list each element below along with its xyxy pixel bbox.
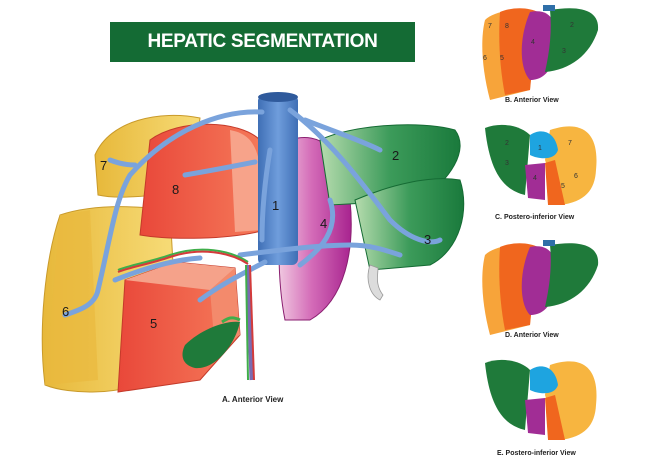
thumb-c-label-7: 7: [568, 140, 572, 147]
thumb-c-label-6: 6: [574, 173, 578, 180]
thumbnail-b-anterior: 7 8 6 5 4 2 3 B. Anterior View: [482, 5, 599, 104]
thumb-c-label-3: 3: [505, 160, 509, 167]
segment-label-4: 4: [320, 216, 327, 231]
hepatic-veins: [62, 107, 443, 318]
thumb-b-label-7: 7: [488, 23, 492, 30]
thumbnail-d-anterior: D. Anterior View: [482, 240, 599, 339]
thumbnail-e-postero-inferior: E. Postero-inferior View: [485, 359, 597, 457]
title-banner: HEPATIC SEGMENTATION: [110, 22, 415, 62]
caption-d: D. Anterior View: [505, 332, 559, 339]
thumb-b-label-6: 6: [483, 55, 487, 62]
falciform-ligament: [367, 264, 384, 301]
thumb-b-label-2: 2: [570, 22, 574, 29]
segment-label-3: 3: [424, 232, 431, 247]
thumb-b-label-8: 8: [505, 23, 509, 30]
segment-label-2: 2: [392, 148, 399, 163]
thumb-c-label-5: 5: [561, 183, 565, 190]
portal-triad: [117, 248, 255, 381]
thumb-c-label-1: 1: [538, 145, 542, 152]
caption-e: E. Postero-inferior View: [497, 450, 576, 457]
thumbnail-c-postero-inferior: 2 3 1 7 6 4 5 C. Postero-inferior View: [485, 124, 597, 221]
segment-label-7: 7: [100, 158, 107, 173]
main-anterior-view: 1 2 3 4 5 6 7 8 A. Anterior View: [41, 92, 465, 404]
caption-b: B. Anterior View: [505, 97, 559, 104]
thumb-b-label-4: 4: [531, 39, 535, 46]
thumb-c-label-4: 4: [533, 175, 537, 182]
inferior-vena-cava: [258, 95, 298, 265]
thumb-c-label-2: 2: [505, 140, 509, 147]
segment-label-6: 6: [62, 304, 69, 319]
caption-c: C. Postero-inferior View: [495, 214, 575, 221]
thumb-b-label-3: 3: [562, 48, 566, 55]
segment-label-5: 5: [150, 316, 157, 331]
thumb-b-label-5: 5: [500, 55, 504, 62]
gallbladder: [182, 321, 240, 369]
segment-label-1: 1: [272, 198, 279, 213]
segment-label-8: 8: [172, 182, 179, 197]
caption-a: A. Anterior View: [222, 395, 284, 404]
page-title: HEPATIC SEGMENTATION: [147, 31, 378, 52]
